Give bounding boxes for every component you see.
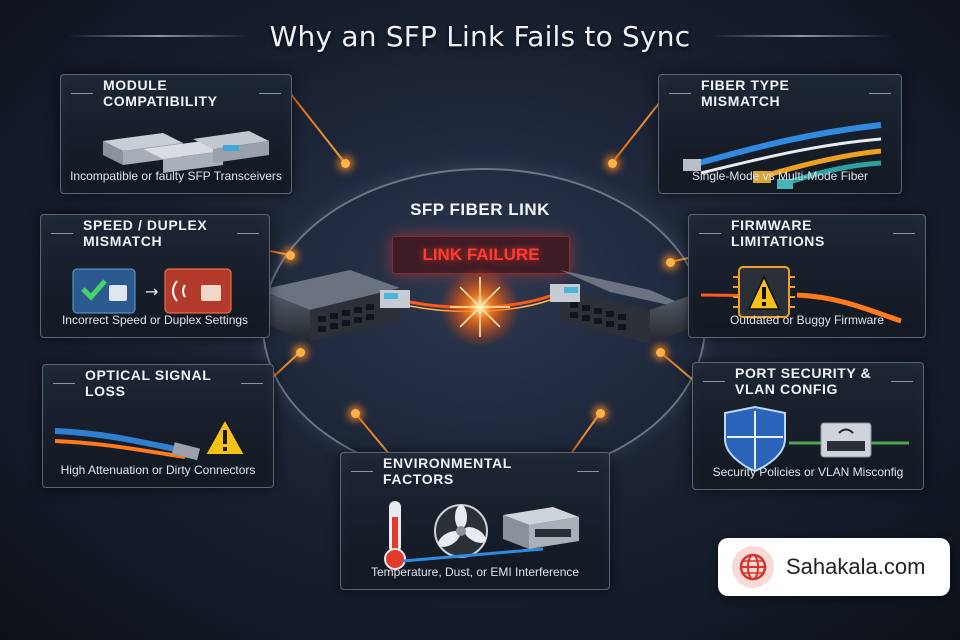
title-divider-right: [712, 35, 893, 37]
watermark-text: Sahakala.com: [786, 554, 926, 579]
thermometer-icon: [384, 501, 579, 570]
warning-icon: [55, 416, 247, 461]
chip-warning-icon: [701, 266, 902, 324]
node-speed: [286, 251, 295, 260]
switch-link-illustration: [260, 267, 700, 347]
panel-firmware-limitations: FIRMWARE LIMITATIONS Outdated or Buggy F…: [688, 214, 926, 338]
panel-heading: OPTICAL SIGNAL LOSS: [43, 365, 273, 401]
panel-heading: FIBER TYPE MISMATCH: [659, 75, 901, 111]
right-switch-icon: [550, 270, 700, 344]
panel-speed-duplex: SPEED / DUPLEX MISMATCH → Incorrect Spee…: [40, 214, 270, 338]
page-title: Why an SFP Link Fails to Sync: [269, 19, 691, 53]
panel-heading: FIRMWARE LIMITATIONS: [689, 215, 925, 251]
left-switch-icon: [260, 270, 410, 342]
sfp-transceiver-icon: [103, 131, 269, 173]
panel-heading: MODULE COMPATIBILITY: [61, 75, 291, 111]
center-label: SFP FIBER LINK: [410, 200, 550, 219]
panel-heading: ENVIRONMENTAL FACTORS: [341, 453, 609, 489]
title-divider-left: [67, 35, 248, 37]
panel-environmental-factors: ENVIRONMENTAL FACTORS Temperature, Dust,…: [340, 452, 610, 590]
panel-caption: High Attenuation or Dirty Connectors: [60, 463, 256, 477]
node-fiber: [608, 159, 617, 168]
panel-fiber-type-mismatch: FIBER TYPE MISMATCH Single-Mode vs Multi…: [658, 74, 902, 194]
panel-caption: Temperature, Dust, or EMI Interference: [370, 565, 580, 579]
panel-module-compatibility: MODULE COMPATIBILITY Incompatible or fau…: [60, 74, 292, 194]
node-security: [656, 348, 665, 357]
globe-icon: [732, 546, 774, 588]
node-module: [341, 159, 350, 168]
panel-caption: Single-Mode vs Multi-Mode Fiber: [691, 169, 869, 183]
fiber-cable-icon: [683, 122, 882, 189]
panel-caption: Security Policies or VLAN Misconfig: [712, 465, 904, 479]
node-optical: [296, 348, 305, 357]
connector-module: [289, 92, 346, 164]
panel-caption: Incorrect Speed or Duplex Settings: [61, 313, 249, 327]
node-env-right: [596, 409, 605, 418]
site-watermark: Sahakala.com: [718, 538, 950, 596]
node-firmware: [666, 258, 675, 267]
connector-fiber: [611, 101, 661, 164]
panel-caption: Outdated or Buggy Firmware: [729, 313, 885, 327]
panel-caption: Incompatible or faulty SFP Transceivers: [70, 169, 282, 183]
svg-text:→: →: [145, 282, 158, 301]
node-env-left: [351, 409, 360, 418]
shield-icon: [724, 405, 909, 473]
panel-heading: PORT SECURITY & VLAN CONFIG: [693, 363, 923, 399]
panel-port-security-vlan: PORT SECURITY & VLAN CONFIG Security Pol…: [692, 362, 924, 490]
panel-optical-signal-loss: OPTICAL SIGNAL LOSS High Attenuation or …: [42, 364, 274, 488]
panel-heading: SPEED / DUPLEX MISMATCH: [41, 215, 269, 251]
port-settings-icon: →: [72, 268, 232, 314]
title-bar: Why an SFP Link Fails to Sync: [0, 14, 960, 58]
